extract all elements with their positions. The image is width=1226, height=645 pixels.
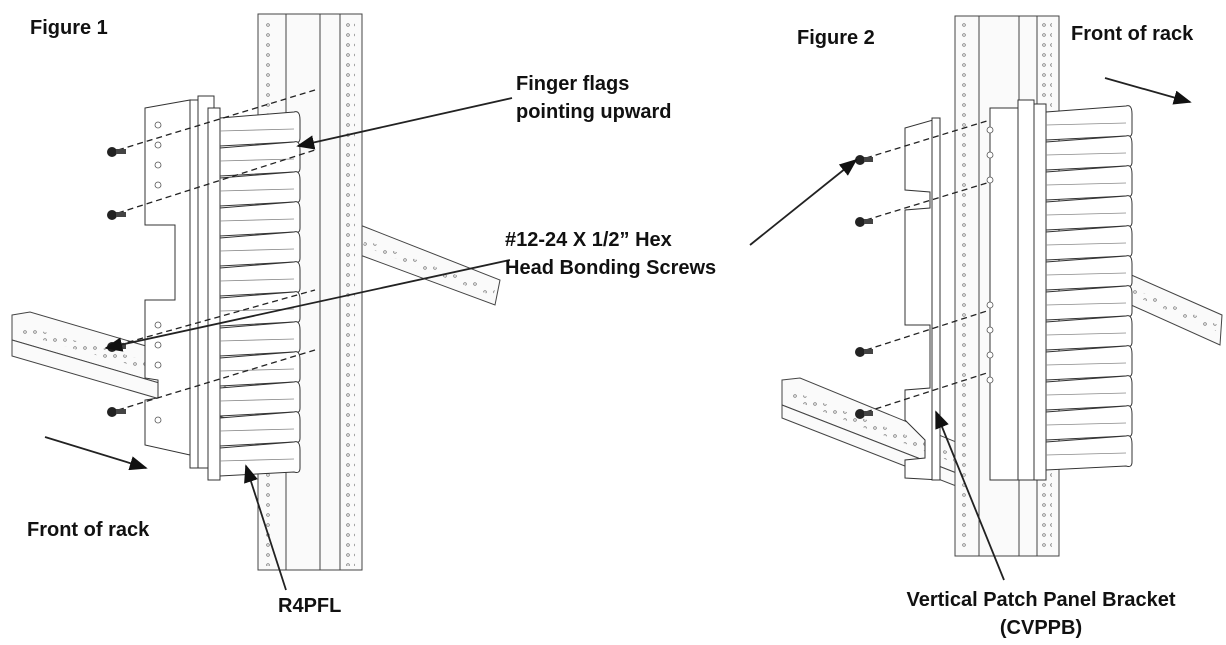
arrow-front-of-rack-figure2 [1104,77,1192,105]
arrow-r4pfl [244,464,287,591]
finger-flag [219,381,301,417]
screw-icon [107,407,126,417]
finger-flag [219,171,301,207]
arrow-finger-flags [296,97,513,150]
finger-flag [219,201,301,237]
finger-flag [1045,135,1133,171]
screw-icon [107,147,126,157]
screw-icon [855,217,873,227]
finger-flag [219,141,301,177]
arrow-cvppb [935,410,1005,581]
finger-flag [219,321,301,357]
figure2-front-of-rack-label: Front of rack [1071,23,1194,45]
finger-flag [1045,255,1133,291]
figure1-title: Figure 1 [30,17,108,39]
finger-flags-label-line2: pointing upward [516,101,672,123]
finger-flag [1045,345,1133,381]
figure1-drawing [11,13,513,591]
figure1-mounting-bracket [144,95,215,469]
screw-icon [855,409,873,419]
finger-flag [1045,105,1133,141]
finger-flag [219,351,301,387]
arrow-screws-figure2 [749,158,858,246]
finger-flag [219,441,301,477]
figure2-title: Figure 2 [797,27,875,49]
cvppb-label-line1: Vertical Patch Panel Bracket [906,589,1175,611]
finger-flag [219,231,301,267]
finger-flag [1045,165,1133,201]
screws-label-line1: #12-24 X 1/2” Hex [505,229,672,251]
finger-flag [1045,435,1133,471]
finger-flag [1045,405,1133,441]
figure1-screws [107,89,316,417]
finger-flag [1045,225,1133,261]
figure1-front-of-rack-label: Front of rack [27,519,150,541]
figure2-finger-panel [1017,99,1133,481]
cvppb-label-line2: (CVPPB) [1000,617,1082,639]
figure2-drawing [749,15,1223,581]
figure1-finger-panel [207,107,301,481]
screw-icon [855,347,873,357]
figure2-horizontal-rail-lower [781,377,1001,501]
finger-flag [219,261,301,297]
finger-flag [219,411,301,447]
finger-flag [1045,375,1133,411]
r4pfl-label: R4PFL [278,595,341,617]
finger-flags-label-line1: Finger flags [516,73,629,95]
finger-flag [219,111,301,147]
finger-flag [1045,285,1133,321]
screw-icon [107,210,126,220]
figure1-horizontal-rail-upper [359,224,501,306]
figure2-cvppb-bracket [904,107,1019,481]
figure2-screws [855,119,991,419]
finger-flag [1045,195,1133,231]
figure2-horizontal-rail-upper [1119,269,1223,346]
screws-label-line2: Head Bonding Screws [505,257,716,279]
screw-icon [855,155,873,165]
arrow-front-of-rack-figure1 [44,436,148,471]
finger-flag [1045,315,1133,351]
arrow-screws-figure1 [104,259,511,352]
